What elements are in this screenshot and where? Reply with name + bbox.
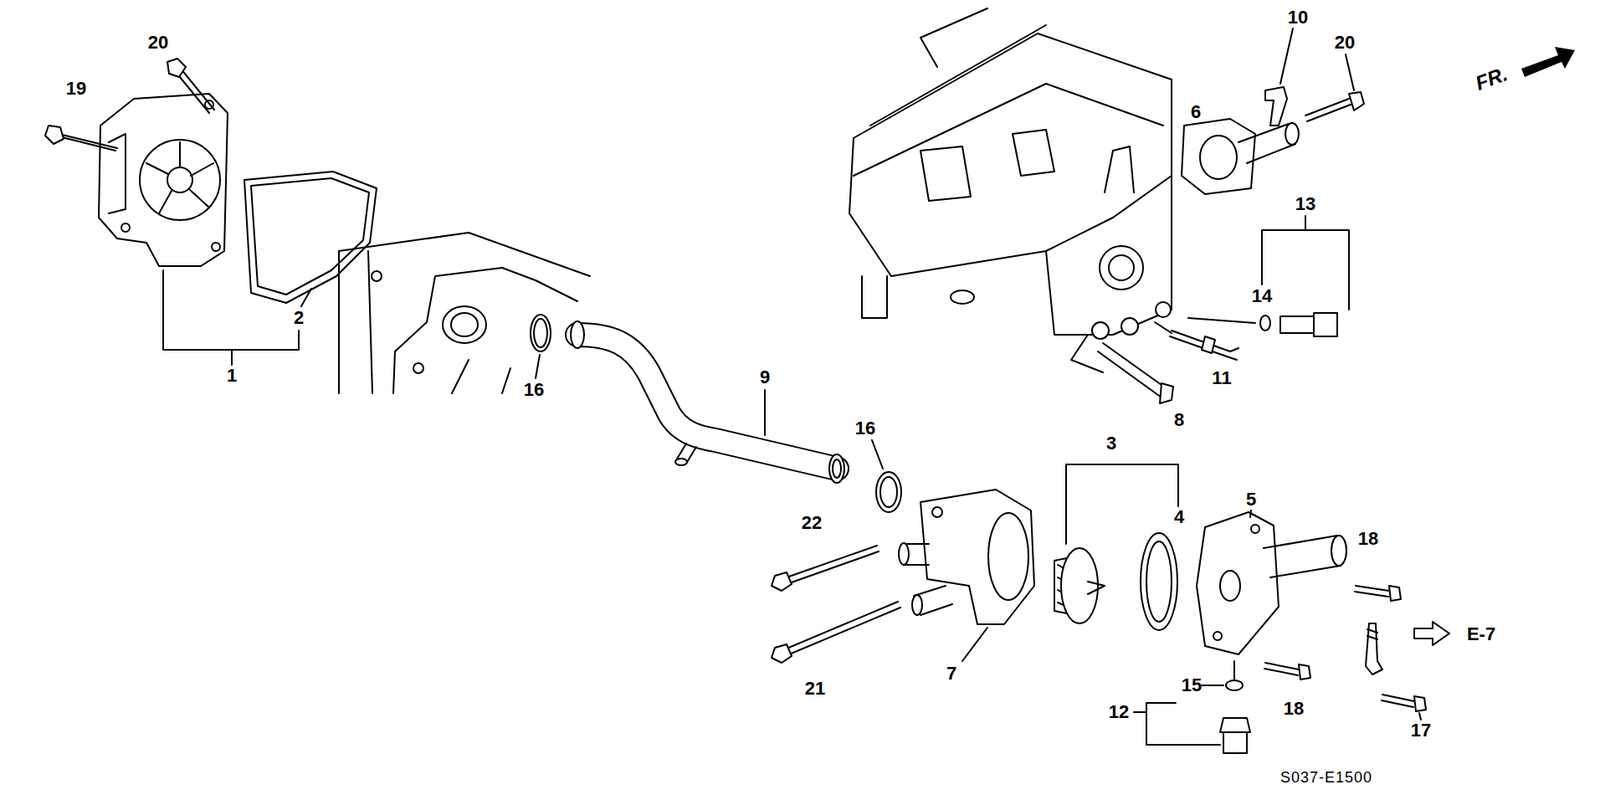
callout-number: 2 [292, 308, 305, 328]
callout-number: 5 [1245, 490, 1257, 509]
callout-number: 8 [1173, 410, 1185, 430]
front-mark: FR. [1471, 63, 1511, 94]
callout-number: 14 [1251, 287, 1273, 306]
callout-number: 19 [65, 79, 88, 98]
callout-number: 20 [1333, 33, 1356, 52]
callout-number: 4 [1173, 507, 1185, 527]
diagram-code: S037-E1500 [1279, 769, 1374, 785]
callout-number: 18 [1282, 699, 1305, 718]
callout-number: 1 [225, 366, 238, 385]
callout-number: 22 [800, 513, 823, 533]
callout-number: 6 [1189, 102, 1202, 122]
callout-number: 7 [945, 664, 958, 683]
callout-number: 16 [523, 380, 545, 400]
callout-number: E-7 [1466, 625, 1497, 644]
callout-number: 20 [147, 33, 170, 52]
callout-number: 3 [1105, 434, 1118, 453]
callout-number: 18 [1357, 529, 1380, 549]
callout-number: 12 [1107, 702, 1130, 722]
callout-number: 21 [804, 679, 826, 698]
callout-number: 13 [1294, 194, 1317, 214]
callout-number: 9 [758, 368, 771, 387]
callout-number: 16 [854, 419, 877, 438]
callout-number: 17 [1410, 721, 1432, 740]
callout-number: 15 [1180, 676, 1203, 695]
callout-number: 11 [1210, 369, 1232, 388]
callout-number: 10 [1287, 8, 1309, 27]
